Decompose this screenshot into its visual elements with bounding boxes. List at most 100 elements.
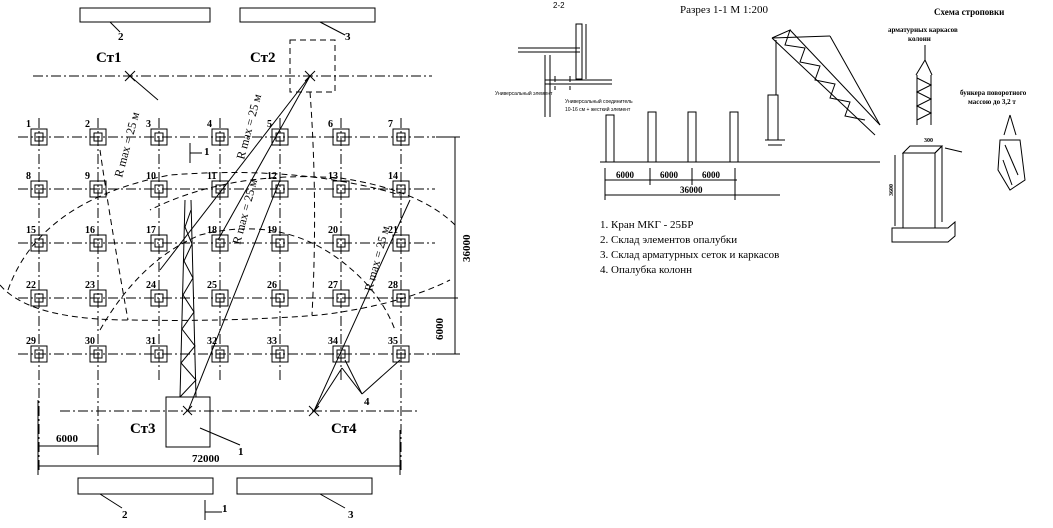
grid-number: 7 [388,119,393,130]
section-mark-top: 1 [204,146,210,158]
column-outer [150,180,168,198]
column-outer [392,289,410,307]
column-outer [30,345,48,363]
column-outer [89,128,107,146]
grid-number: 4 [207,119,212,130]
column-inner [93,184,103,194]
grid-number: 23 [85,280,95,291]
station-st2: Ст2 [250,50,276,66]
crane-section [765,29,881,146]
callout-2-bottom: 2 [122,509,128,521]
site-plan: 2 3 2 3 [0,7,473,521]
column-inner [336,184,346,194]
legend: 1. Кран МКГ - 25БР 2. Склад элементов оп… [600,219,779,276]
column-outer [89,234,107,252]
storage-formwork-top [79,7,211,23]
radius-label-st1: R max = 25 м [111,110,142,179]
crane-position-st2 [289,39,336,93]
grid-number: 34 [328,336,338,347]
grid-number: 31 [146,336,156,347]
column-inner [34,349,44,359]
grid-number: 13 [328,171,338,182]
column-inner [396,132,406,142]
dim-6000-bottom: 6000 [56,433,79,445]
column-outer [332,128,350,146]
section-dimensions [604,168,780,200]
bunker-caption-1: бункера поворотного [960,89,1027,97]
grid-number: 29 [26,336,36,347]
column-inner [396,238,406,248]
dim-300: 300 [924,138,933,144]
crane-boom-plan [179,199,197,398]
section-columns [605,94,779,163]
grid-number: 6 [328,119,333,130]
reach-arc-lower [0,279,451,321]
column-inner [154,293,164,303]
column-outer [30,180,48,198]
grid-number: 33 [267,336,277,347]
grid-number: 14 [388,171,398,182]
reach-arc-st1 [7,172,401,291]
column-inner [93,238,103,248]
section-mark-bottom: 1 [222,503,228,515]
column-inner [34,293,44,303]
section-dim-2: 6000 [660,170,679,180]
storage-formwork-bottom [77,477,214,495]
legend-item-1: 1. Кран МКГ - 25БР [600,219,693,231]
dim-3600: 3600 [889,184,895,196]
rebar-cage-drawing [915,45,933,125]
radius-label-st2a: R max = 25 м [233,92,264,161]
section-title: Разрез 1-1 М 1:200 [680,4,768,16]
column-inner [215,132,225,142]
grid-number: 19 [267,225,277,236]
reach-arc-st3 [99,228,396,331]
column-outer [211,128,229,146]
note-connector-2: 10-16 см + жесткий элемент [565,106,631,113]
dim-6000-right: 6000 [434,318,446,341]
column-outer [332,289,350,307]
column-outer [89,289,107,307]
dim-72000: 72000 [192,453,220,465]
grid-number: 24 [146,280,156,291]
bunker-caption-2: массою до 3,2 т [968,98,1016,106]
grid-number: 28 [388,280,398,291]
note-universal-element: Универсальный элемент [495,90,553,97]
boom-trace-st2 [309,91,316,316]
grid-number: 27 [328,280,338,291]
sling-title: Схема строповки [934,7,1004,17]
callout-3-bottom: 3 [348,509,354,521]
grid-number: 17 [146,225,156,236]
callout-2-top: 2 [118,31,124,43]
column-inner [336,132,346,142]
grid-number: 3 [146,119,151,130]
grid-number: 22 [26,280,36,291]
column-outer [150,128,168,146]
sling-scheme: Схема строповки арматурных каркасов коло… [888,7,1027,243]
station-st3: Ст3 [130,421,156,437]
column-outer [211,180,229,198]
legend-item-3: 3. Склад арматурных сеток и каркасов [600,249,779,261]
grid-number: 15 [26,225,36,236]
column-inner [93,349,103,359]
column-inner [275,293,285,303]
column-inner [336,238,346,248]
grid-number: 12 [267,171,277,182]
column-inner [336,293,346,303]
column-inner [154,184,164,194]
note-connector-1: Универсальный соединитель [565,98,633,105]
column-inner [154,238,164,248]
grid-number: 11 [207,171,216,182]
column-outer [271,234,289,252]
grid-number: 9 [85,171,90,182]
column-inner [275,238,285,248]
cage-caption-2: колонн [908,35,931,43]
column-outer [271,345,289,363]
column-inner [93,293,103,303]
callout-3-top: 3 [345,31,351,43]
callout-4: 4 [364,396,370,408]
grid-number: 35 [388,336,398,347]
column-inner [154,132,164,142]
grid-number: 18 [207,225,217,236]
legend-item-2: 2. Склад элементов опалубки [600,234,737,246]
column-outer [392,128,410,146]
